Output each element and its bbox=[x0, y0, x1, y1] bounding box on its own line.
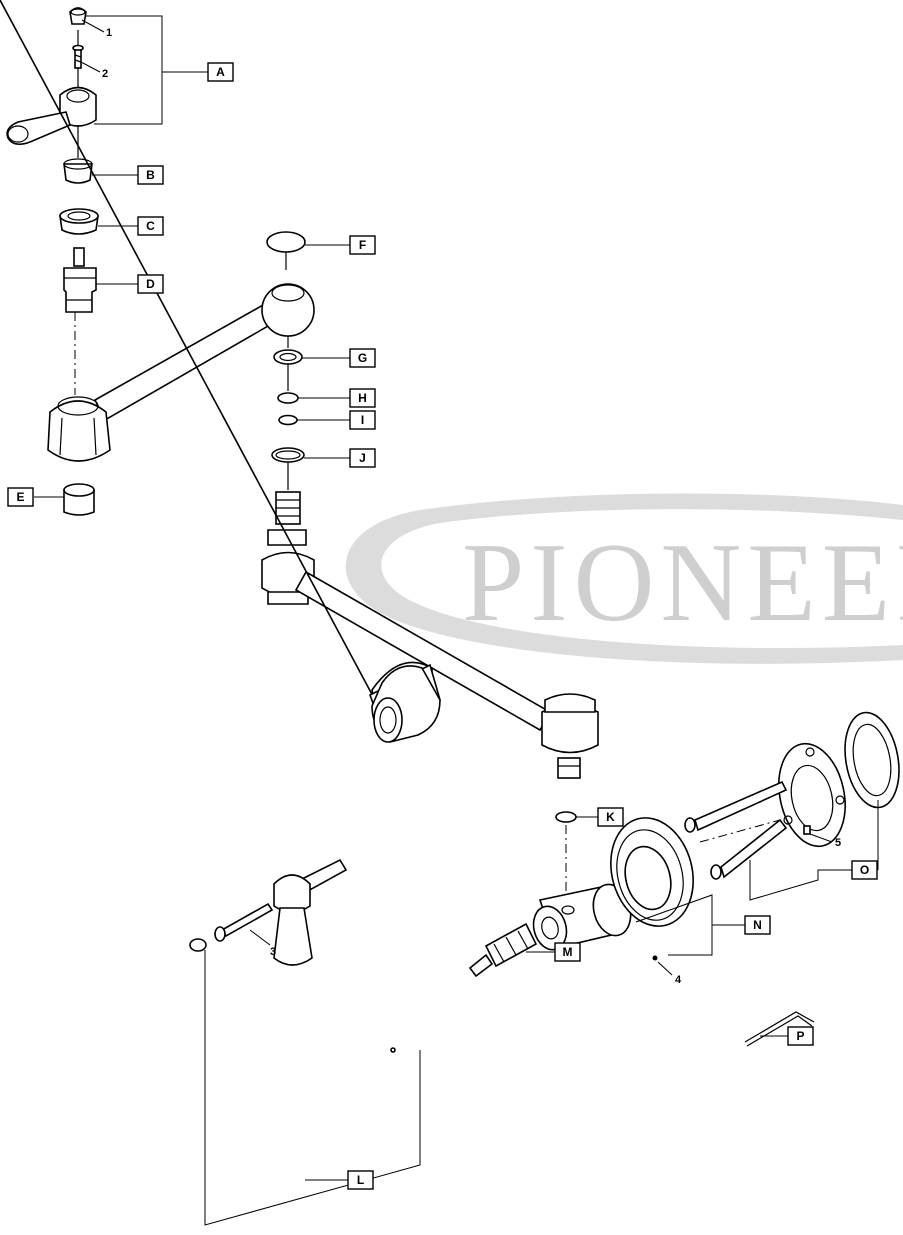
callout-m: M bbox=[554, 942, 581, 962]
part-set-screw-4 bbox=[652, 955, 658, 961]
part-lever-handle bbox=[6, 86, 97, 146]
part-set-screw-5 bbox=[803, 825, 811, 835]
svg-text:K: K bbox=[606, 810, 615, 824]
callout-i: I bbox=[349, 410, 376, 430]
leader-lines bbox=[34, 15, 879, 1226]
svg-text:F: F bbox=[359, 238, 366, 252]
callout-a: A bbox=[207, 62, 234, 82]
svg-text:H: H bbox=[358, 391, 367, 405]
svg-text:L: L bbox=[357, 1173, 364, 1187]
part-flange-n bbox=[610, 817, 694, 927]
callout-n: N bbox=[744, 915, 771, 935]
svg-text:C: C bbox=[146, 219, 155, 233]
callout-c: C bbox=[137, 216, 164, 236]
watermark-text: PIONEER bbox=[462, 521, 903, 645]
part-upper-arm bbox=[47, 283, 315, 462]
callout-f: F bbox=[349, 235, 376, 255]
svg-text:N: N bbox=[753, 918, 762, 932]
svg-text:D: D bbox=[146, 277, 155, 291]
part-aerator-e bbox=[63, 483, 95, 516]
callout-k: K bbox=[597, 807, 624, 827]
part-cartridge-m bbox=[468, 922, 538, 978]
part-o-ring-j bbox=[271, 447, 305, 463]
pioneer-watermark: PIONEER bbox=[345, 493, 903, 664]
callout-3: 3 bbox=[270, 946, 276, 958]
part-bonnet-b bbox=[63, 158, 93, 184]
part-cap-f bbox=[266, 231, 306, 270]
part-o-ring-g bbox=[273, 349, 303, 365]
callout-o: O bbox=[851, 860, 878, 880]
svg-text:E: E bbox=[16, 490, 24, 504]
callout-g: G bbox=[349, 348, 376, 368]
part-lower-arm bbox=[294, 570, 599, 779]
callout-p: P bbox=[787, 1026, 814, 1046]
part-trim-ring bbox=[844, 711, 900, 809]
svg-text:I: I bbox=[361, 413, 364, 427]
callout-j: J bbox=[349, 448, 376, 468]
svg-text:O: O bbox=[860, 863, 869, 877]
callout-5: 5 bbox=[835, 837, 841, 849]
svg-text:B: B bbox=[146, 168, 155, 182]
callout-h: H bbox=[349, 388, 376, 408]
part-mount-bolt-lower bbox=[710, 818, 788, 880]
part-washer-k bbox=[555, 811, 577, 823]
callout-4: 4 bbox=[675, 974, 682, 986]
part-lever-assembly bbox=[189, 665, 441, 966]
svg-text:J: J bbox=[359, 451, 366, 465]
part-screw-2 bbox=[72, 44, 84, 69]
callout-d: D bbox=[137, 274, 164, 294]
part-cap-1 bbox=[69, 7, 87, 25]
callout-2: 2 bbox=[102, 68, 108, 80]
part-o-ring-i bbox=[278, 414, 298, 426]
part-cartridge-d bbox=[63, 247, 97, 313]
callout-l: L bbox=[347, 1170, 374, 1190]
part-mount-bolt-upper bbox=[684, 780, 788, 843]
svg-text:M: M bbox=[563, 945, 573, 959]
part-mount-plate bbox=[778, 742, 846, 848]
part-o-ring-h bbox=[277, 392, 299, 404]
part-collar-c bbox=[59, 208, 99, 235]
callout-b: B bbox=[137, 165, 164, 185]
callout-1: 1 bbox=[106, 27, 112, 39]
svg-text:P: P bbox=[796, 1029, 804, 1043]
svg-text:G: G bbox=[358, 351, 367, 365]
callout-e: E bbox=[7, 487, 34, 507]
svg-text:A: A bbox=[216, 65, 225, 79]
